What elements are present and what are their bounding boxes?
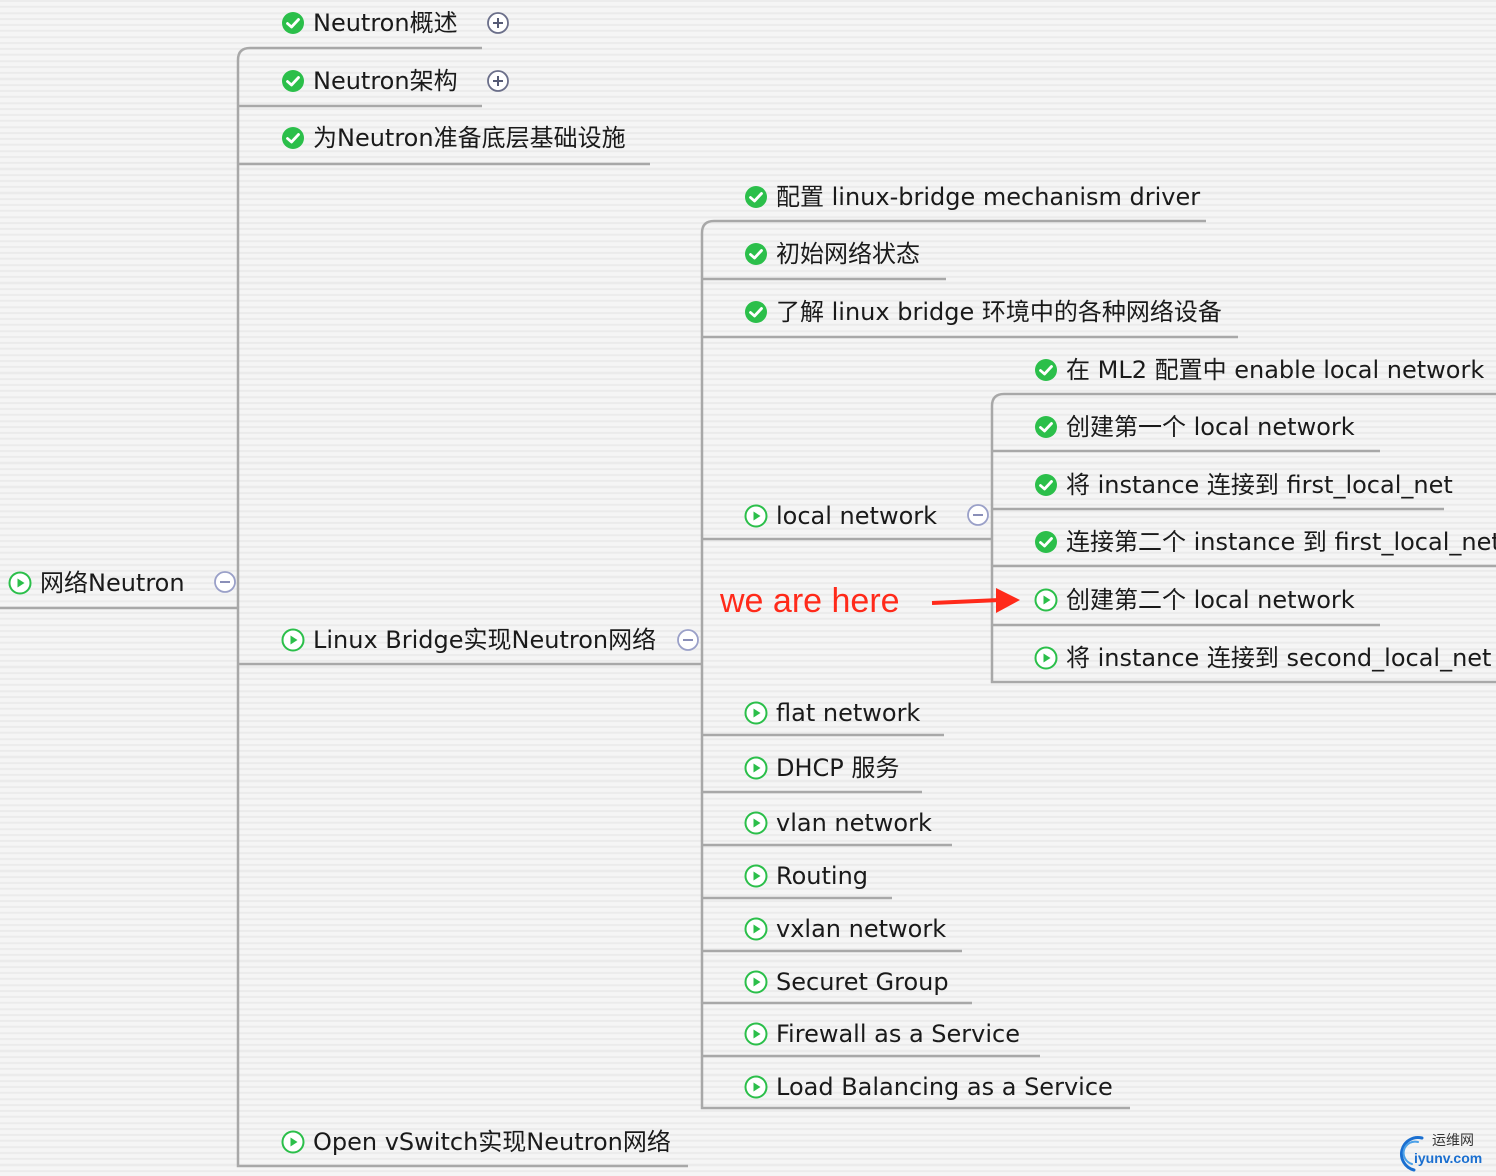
check-circle-icon [282,127,304,149]
l3-label: 创建第一个 local network [1066,413,1355,441]
l2-label: DHCP 服务 [776,754,900,782]
play-circle-icon [281,628,305,652]
l3-node-connect-second[interactable]: 将 instance 连接到 second_local_net [1034,641,1491,675]
expand-icon [487,12,509,34]
l1-node-overview[interactable]: Neutron概述 [281,6,458,40]
collapse-local-network-button[interactable] [966,503,990,527]
l2-label: flat network [776,699,921,727]
check-circle-icon [1035,416,1057,438]
collapse-icon [967,504,989,526]
l3-node-create-second[interactable]: 创建第二个 local network [1034,583,1355,617]
play-circle-icon [744,917,768,941]
watermark-en: iyunv.com [1414,1150,1483,1166]
l3-label: 将 instance 连接到 second_local_net [1066,644,1492,672]
l2-label: 初始网络状态 [776,240,920,268]
watermark-cn: 运维网 [1432,1133,1474,1149]
l2-node-flat-network[interactable]: flat network [744,696,920,730]
l2-label: Firewall as a Service [776,1020,1021,1048]
l2-node-initial-state[interactable]: 初始网络状态 [744,237,920,271]
l1-label: Open vSwitch实现Neutron网络 [313,1128,671,1156]
collapse-icon [214,571,236,593]
l1-node-infrastructure[interactable]: 为Neutron准备底层基础设施 [281,121,626,155]
play-circle-icon [744,504,768,528]
l1-label: 为Neutron准备底层基础设施 [313,124,626,152]
l2-label: local network [776,502,938,530]
l2-label: Securet Group [776,968,949,996]
l2-node-vxlan-network[interactable]: vxlan network [744,912,946,946]
expand-architecture-button[interactable] [486,69,510,93]
l2-label: vlan network [776,809,932,837]
mindmap-root[interactable]: 网络Neutron [8,566,185,600]
l2-node-mechanism-driver[interactable]: 配置 linux-bridge mechanism driver [744,180,1200,214]
expand-icon [487,70,509,92]
play-circle-icon [744,1075,768,1099]
watermark-logo: 运维网 iyunv.com [1392,1128,1492,1174]
play-circle-icon [744,811,768,835]
l2-node-lbaas[interactable]: Load Balancing as a Service [744,1070,1113,1104]
l2-label: 配置 linux-bridge mechanism driver [776,183,1201,211]
play-circle-icon [744,701,768,725]
l2-node-devices[interactable]: 了解 linux bridge 环境中的各种网络设备 [744,295,1222,329]
play-circle-icon [1034,588,1058,612]
check-circle-icon [745,243,767,265]
play-circle-icon [744,1022,768,1046]
l2-label: 了解 linux bridge 环境中的各种网络设备 [776,298,1222,326]
l1-node-architecture[interactable]: Neutron架构 [281,64,458,98]
collapse-icon [677,629,699,651]
play-circle-icon [281,1130,305,1154]
play-circle-icon [1034,646,1058,670]
check-circle-icon [282,12,304,34]
l3-label: 连接第二个 instance 到 first_local_net [1066,528,1496,556]
red-arrow-icon [931,588,1020,613]
l1-label: Linux Bridge实现Neutron网络 [313,626,657,654]
l2-node-security-group[interactable]: Securet Group [744,965,949,999]
check-circle-icon [745,186,767,208]
l1-label: Neutron概述 [313,9,458,37]
l3-node-enable-local[interactable]: 在 ML2 配置中 enable local network [1034,353,1484,387]
l3-node-connect-second-instance[interactable]: 连接第二个 instance 到 first_local_net [1034,525,1496,559]
l2-node-local-network[interactable]: local network [744,499,937,533]
l3-label: 创建第二个 local network [1066,586,1355,614]
l3-node-create-first[interactable]: 创建第一个 local network [1034,410,1355,444]
check-circle-icon [282,70,304,92]
root-label: 网络Neutron [40,569,185,597]
l1-node-open-vswitch[interactable]: Open vSwitch实现Neutron网络 [281,1125,671,1159]
play-circle-icon [744,864,768,888]
l2-label: Load Balancing as a Service [776,1073,1113,1101]
l2-node-vlan-network[interactable]: vlan network [744,806,932,840]
collapse-linux-bridge-button[interactable] [676,628,700,652]
l3-label: 在 ML2 配置中 enable local network [1066,356,1485,384]
l2-node-dhcp[interactable]: DHCP 服务 [744,751,899,785]
l1-label: Neutron架构 [313,67,458,95]
check-circle-icon [1035,531,1057,553]
check-circle-icon [1035,359,1057,381]
check-circle-icon [1035,474,1057,496]
l3-label: 将 instance 连接到 first_local_net [1066,471,1453,499]
l2-label: vxlan network [776,915,947,943]
expand-overview-button[interactable] [486,11,510,35]
play-circle-icon [744,756,768,780]
play-circle-icon [8,571,32,595]
l2-label: Routing [776,862,869,890]
l3-node-connect-first[interactable]: 将 instance 连接到 first_local_net [1034,468,1453,502]
check-circle-icon [745,301,767,323]
play-circle-icon [744,970,768,994]
logo-swirl-icon [1400,1136,1424,1172]
l1-node-linux-bridge[interactable]: Linux Bridge实现Neutron网络 [281,623,656,657]
l2-node-fwaas[interactable]: Firewall as a Service [744,1017,1020,1051]
root-collapse-button[interactable] [213,570,237,594]
we-are-here-annotation: we are here [720,582,900,620]
l2-node-routing[interactable]: Routing [744,859,868,893]
